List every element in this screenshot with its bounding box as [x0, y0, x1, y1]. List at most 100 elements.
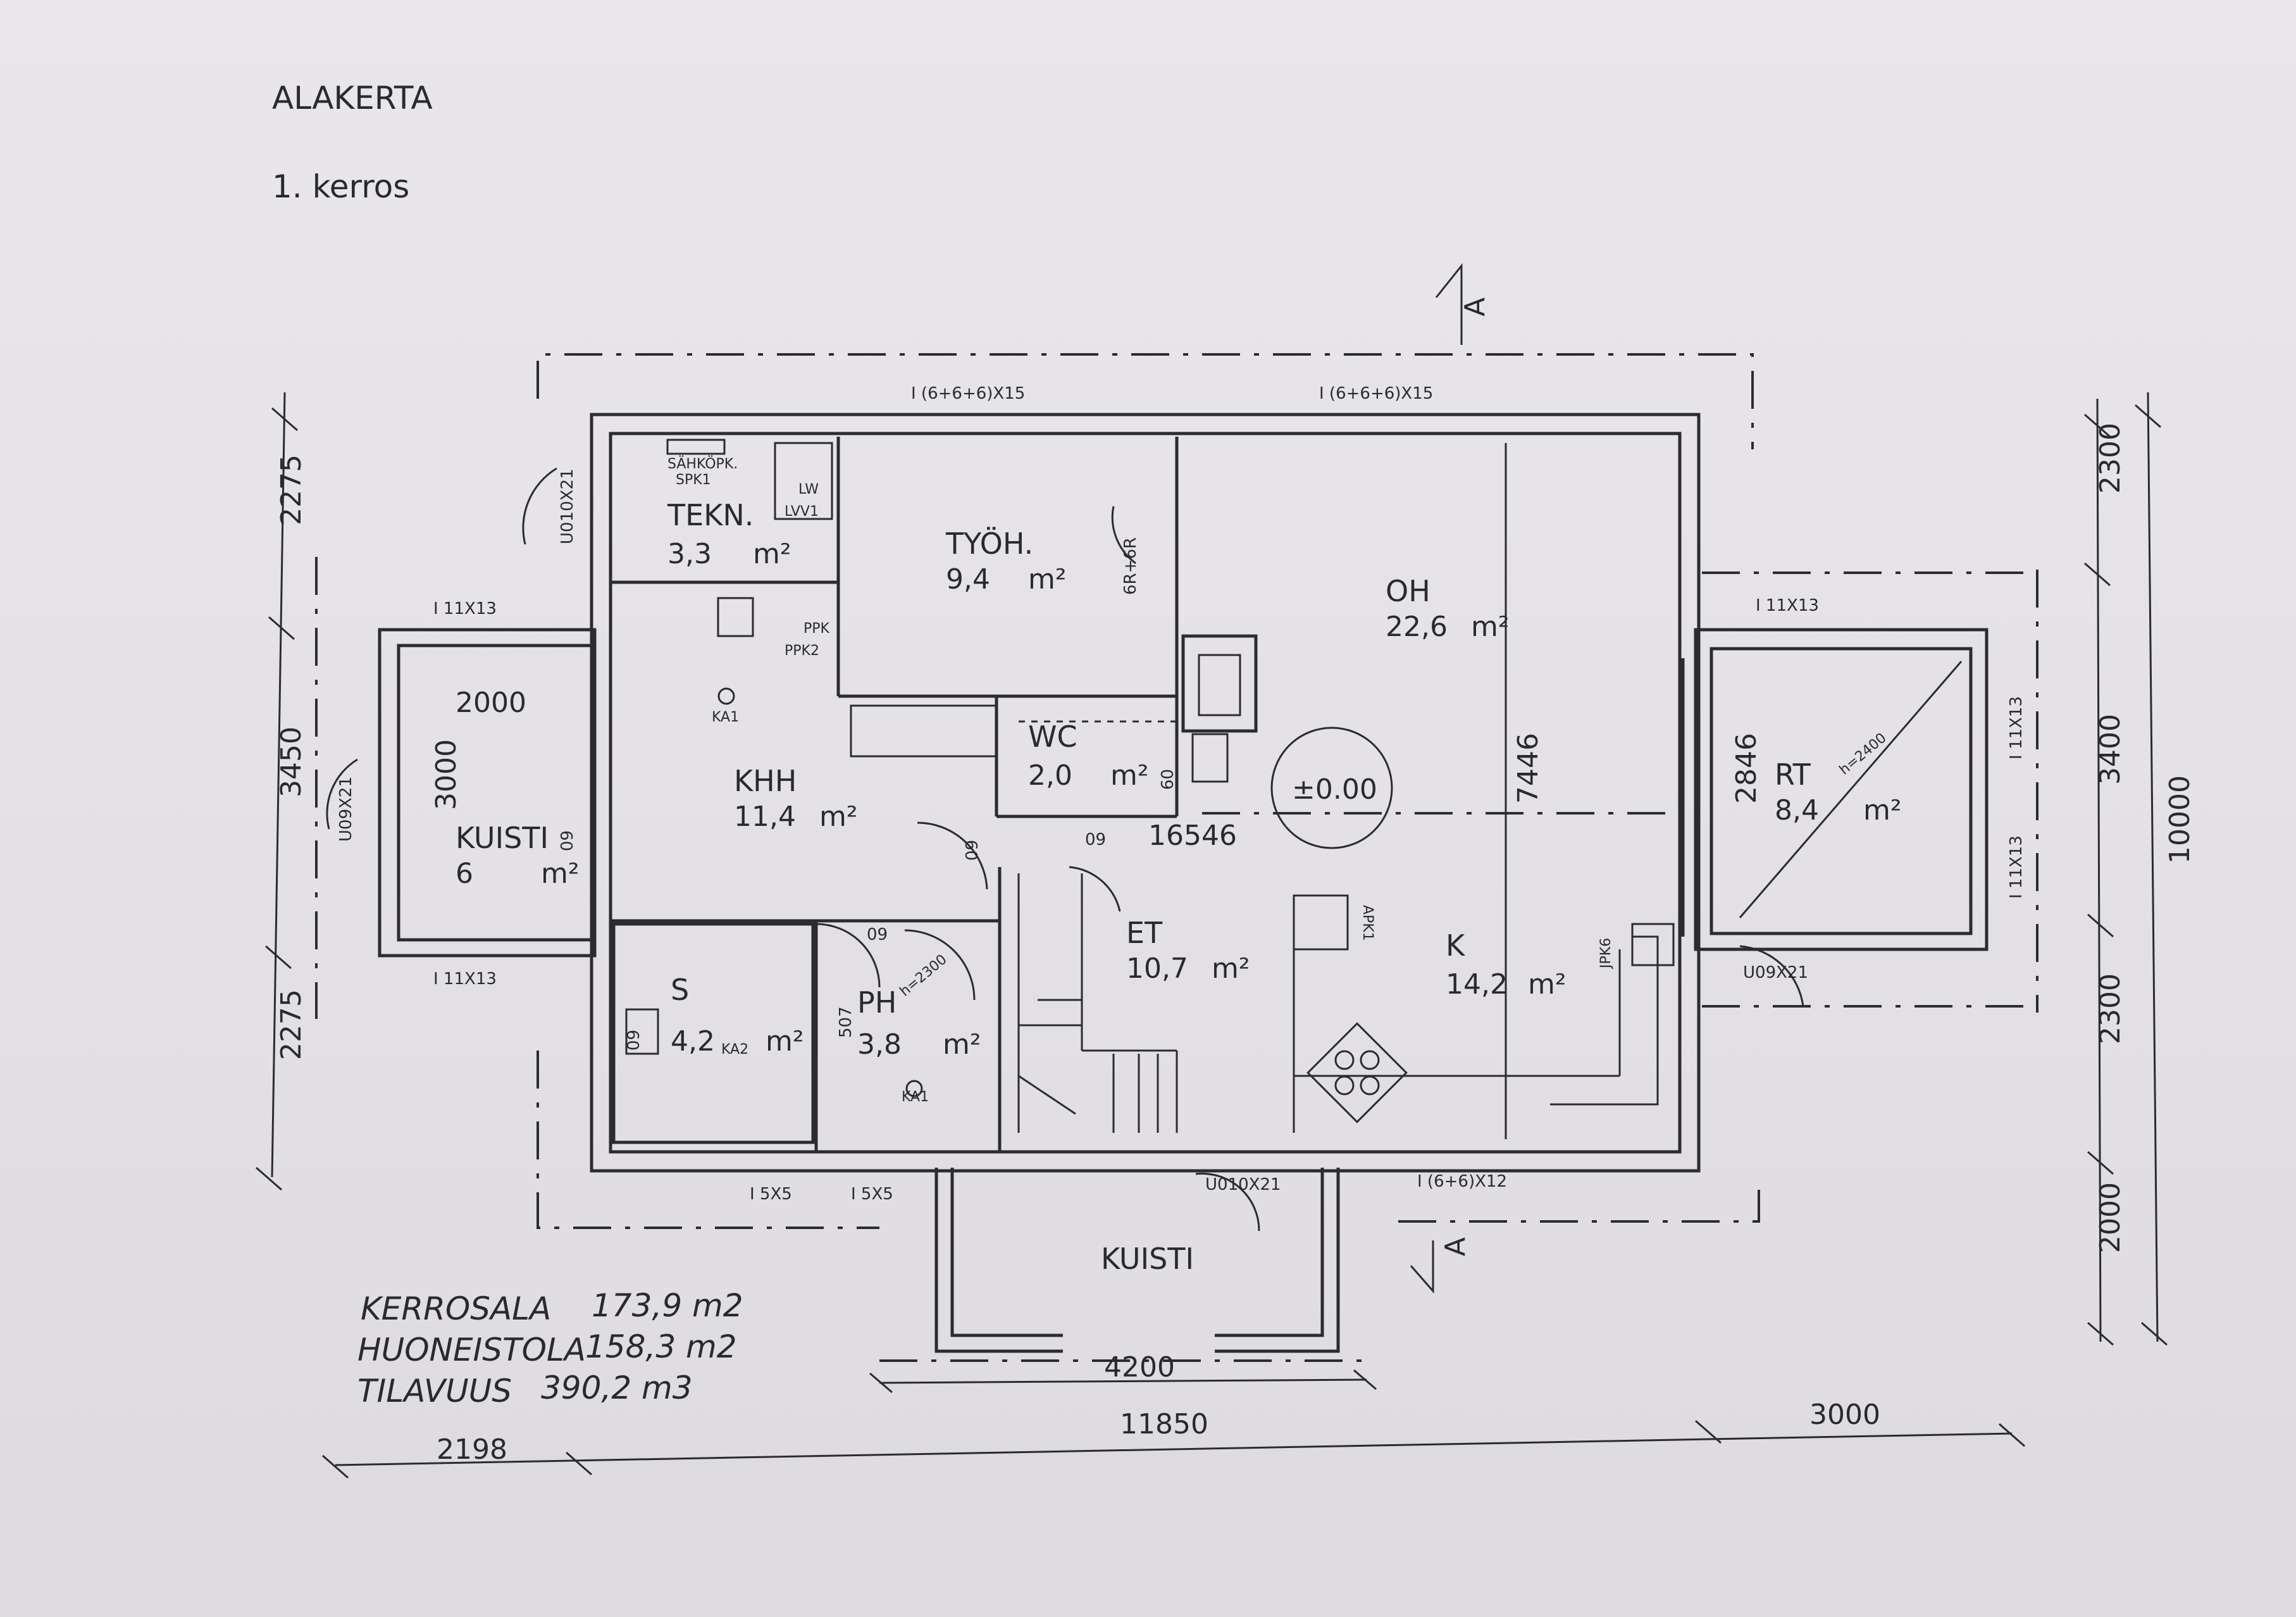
bottom-dimension-chain: 2198 11850 3000 4200	[322, 1351, 2025, 1479]
svg-text:09: 09	[1157, 769, 1176, 790]
svg-text:I (6+6)X12: I (6+6)X12	[1417, 1172, 1507, 1191]
svg-text:ET: ET	[1126, 916, 1163, 950]
rt-width-label: 2846	[1730, 733, 1763, 804]
kerrosala-value: 173,9 m2	[592, 1287, 743, 1324]
svg-text:PPK2: PPK2	[785, 643, 819, 659]
svg-text:U09X21: U09X21	[337, 777, 356, 842]
svg-text:09: 09	[963, 840, 982, 861]
huoneistola-value: 158,3 m2	[585, 1328, 737, 1365]
svg-text:4,2: 4,2	[671, 1025, 715, 1058]
rt-diagonal	[1739, 661, 1963, 918]
section-marker-bottom: A	[1410, 1237, 1472, 1294]
tilavuus-label: TILAVUUS	[357, 1373, 512, 1409]
room-khh: KHH 11,4 m²	[734, 764, 858, 833]
svg-text:TYÖH.: TYÖH.	[945, 527, 1033, 561]
room-et: ET 10,7 m²	[1126, 916, 1250, 985]
svg-text:I 5X5: I 5X5	[750, 1185, 792, 1204]
svg-text:m²: m²	[943, 1028, 981, 1061]
svg-text:h=2300: h=2300	[897, 952, 950, 1000]
level-marker: ±0.00	[1270, 727, 1393, 849]
svg-text:2300: 2300	[2094, 973, 2126, 1044]
svg-text:I 11X13: I 11X13	[433, 599, 497, 618]
reference-lines	[315, 353, 2038, 1362]
svg-text:KHH: KHH	[734, 764, 797, 798]
svg-text:3000: 3000	[1809, 1399, 1880, 1431]
area-summary: KERROSALA 173,9 m2 HUONEISTOLA 158,3 m2 …	[357, 1287, 743, 1409]
plan-title: ALAKERTA	[272, 80, 433, 116]
svg-text:I 11X13: I 11X13	[2007, 835, 2026, 899]
svg-text:14,2: 14,2	[1446, 968, 1508, 1001]
svg-text:3,8: 3,8	[857, 1028, 902, 1061]
svg-text:RT: RT	[1775, 758, 1811, 792]
svg-text:PH: PH	[857, 985, 897, 1020]
svg-text:WC: WC	[1028, 720, 1077, 754]
total-length-label: 16546	[1148, 820, 1237, 852]
svg-text:3450: 3450	[275, 727, 307, 797]
svg-text:KUISTI: KUISTI	[456, 821, 549, 855]
svg-text:09: 09	[558, 830, 577, 851]
svg-text:S: S	[671, 973, 689, 1007]
svg-text:LW: LW	[798, 482, 819, 497]
svg-text:K: K	[1446, 928, 1466, 963]
svg-text:m²: m²	[1110, 759, 1149, 792]
fireplace	[1181, 634, 1258, 783]
svg-text:22,6: 22,6	[1386, 611, 1448, 643]
room-tyoh: TYÖH. 9,4 m²	[945, 527, 1067, 596]
svg-text:SÄHKÖPK.: SÄHKÖPK.	[667, 456, 738, 472]
huoneistola-label: HUONEISTOLA	[357, 1332, 586, 1368]
window-labels: I (6+6+6)X15 I (6+6+6)X15 I 11X13 I 11X1…	[433, 384, 2026, 1204]
svg-text:11,4: 11,4	[734, 801, 796, 833]
svg-text:I 5X5: I 5X5	[851, 1185, 893, 1204]
svg-text:PPK: PPK	[804, 621, 830, 637]
room-tekn: TEKN. 3,3 m²	[667, 498, 791, 570]
svg-text:m²: m²	[1863, 794, 1902, 827]
section-marker-top: A	[1435, 263, 1491, 345]
svg-text:2275: 2275	[275, 454, 307, 525]
svg-text:2,0: 2,0	[1028, 759, 1072, 792]
kuisti-inner-width: 2000	[456, 687, 526, 719]
room-k: K 14,2 m²	[1446, 928, 1567, 1001]
svg-text:09: 09	[624, 1030, 643, 1051]
room-kuisti-south: KUISTI	[1101, 1242, 1194, 1276]
svg-text:A: A	[1459, 297, 1491, 316]
room-rt: RT 8,4 m²	[1775, 758, 1902, 827]
svg-text:10000: 10000	[2164, 775, 2196, 864]
svg-text:KA2: KA2	[721, 1042, 748, 1058]
svg-text:m²: m²	[753, 538, 791, 570]
room-s: S 4,2 m²	[671, 973, 804, 1058]
svg-text:m²: m²	[1471, 611, 1510, 643]
exterior-walls	[378, 413, 1989, 1353]
svg-text:10,7: 10,7	[1126, 952, 1188, 985]
stove-icon	[1306, 1022, 1408, 1123]
svg-text:m²: m²	[819, 801, 858, 833]
svg-text:A: A	[1439, 1237, 1472, 1256]
svg-text:U09X21: U09X21	[1743, 963, 1808, 982]
svg-text:507: 507	[836, 1006, 855, 1038]
svg-text:9,4: 9,4	[946, 563, 990, 596]
svg-text:2300: 2300	[2094, 423, 2126, 494]
svg-text:U010X21: U010X21	[1205, 1175, 1281, 1194]
svg-text:OH: OH	[1386, 574, 1430, 608]
svg-text:8,4: 8,4	[1775, 794, 1819, 827]
svg-text:m²: m²	[1212, 952, 1250, 985]
svg-text:I 11X13: I 11X13	[1756, 596, 1819, 615]
svg-text:4200: 4200	[1104, 1351, 1175, 1383]
svg-text:3,3: 3,3	[667, 538, 712, 570]
svg-text:APK1: APK1	[1360, 905, 1375, 941]
svg-text:I (6+6+6)X15: I (6+6+6)X15	[1319, 384, 1433, 403]
right-dimension-chain: 2300 3400 2300 10000 2000	[2084, 392, 2196, 1346]
tilavuus-value: 390,2 m3	[541, 1370, 693, 1406]
svg-text:U010X21: U010X21	[558, 468, 577, 544]
svg-text:09: 09	[867, 925, 888, 944]
svg-text:2275: 2275	[275, 989, 307, 1060]
door-labels: U010X21 U09X21 U010X21 U09X21 09 09 09 0…	[337, 468, 1808, 1194]
svg-text:JPK6: JPK6	[1598, 938, 1614, 970]
interior-walls	[611, 437, 1685, 1152]
svg-text:11850: 11850	[1120, 1408, 1208, 1440]
svg-text:m²: m²	[541, 858, 580, 890]
svg-text:I 11X13: I 11X13	[433, 970, 497, 989]
svg-text:3400: 3400	[2094, 714, 2126, 785]
svg-text:TEKN.: TEKN.	[667, 498, 754, 532]
svg-text:±0.00: ±0.00	[1292, 773, 1377, 806]
left-dimension-chain: 2275 3450 2275	[256, 392, 307, 1191]
